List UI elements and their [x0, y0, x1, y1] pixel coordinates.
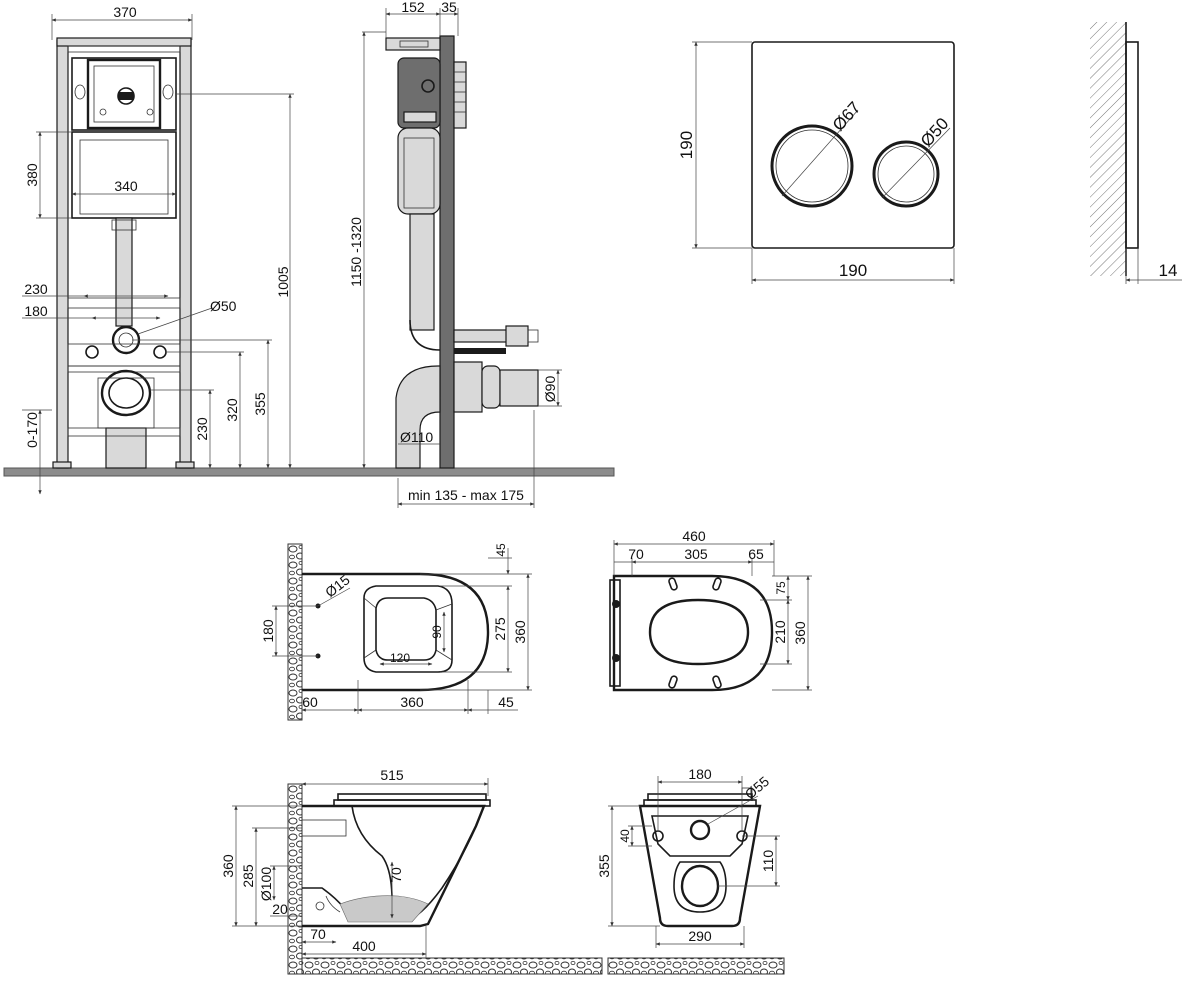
dim-h-230: 230: [194, 417, 210, 441]
dim-bowl-400: 400: [352, 938, 376, 954]
flush-plate-outline: [751, 41, 955, 249]
frame-front-view: 370 380 340 230 180 Ø50 1005 355 320: [22, 4, 294, 495]
dim-inner-120: 120: [390, 651, 410, 665]
dim-bowl-70-h: 70: [310, 926, 326, 942]
dim-side-height-range: 1150 -1320: [348, 217, 364, 287]
dim-h-360: 360: [512, 620, 528, 644]
dim-back-height: 355: [596, 854, 612, 878]
bowl-side-view: 515 360 285 Ø100 20 70 70 400: [220, 767, 603, 975]
dim-height-1005: 1005: [275, 266, 291, 297]
small-flush-button: [872, 140, 940, 208]
dim-seat-75: 75: [774, 581, 788, 595]
dim-inner-90: 90: [430, 625, 444, 639]
dim-stud-230: 230: [24, 281, 48, 297]
dim-seat-70: 70: [628, 546, 644, 562]
dim-bowl-height: 360: [220, 854, 236, 878]
dim-h-275: 275: [492, 617, 508, 641]
dim-back-40: 40: [618, 829, 632, 843]
dim-side-152: 152: [401, 0, 425, 15]
seat-outline: [612, 574, 774, 692]
dim-seat-305: 305: [684, 546, 708, 562]
dim-stud-180: 180: [24, 303, 48, 319]
dim-hole-spacing: 180: [260, 619, 276, 643]
dim-frame-width: 370: [113, 4, 137, 20]
dim-tank-width: 340: [114, 178, 138, 194]
dim-seat-360: 360: [792, 621, 808, 645]
dim-back-width: 290: [688, 928, 712, 944]
dim-back-45: 45: [494, 543, 508, 557]
dim-tank-height: 380: [24, 163, 40, 187]
bowl-top-view: Ø15 180 45 90 120 275 360 60 360: [260, 543, 532, 721]
wall-hatch: [1090, 22, 1126, 276]
bowl-back-outline: [638, 804, 762, 928]
wall-stones-2: [287, 783, 303, 975]
dim-side-outlet: Ø90: [542, 376, 558, 403]
flush-plate-view: Ø67 Ø50 190 190 14: [677, 22, 1182, 284]
dim-front-45: 45: [498, 694, 514, 710]
wall-stones-1: [287, 543, 303, 721]
dim-big-button: Ø67: [829, 98, 865, 135]
dim-back-110: 110: [760, 850, 776, 873]
seat-top-view: 460 70 305 65 75 210 360: [609, 528, 812, 692]
dim-h-355: 355: [252, 392, 268, 416]
dim-bowl-70-v: 70: [388, 867, 404, 883]
dim-seat-210: 210: [772, 620, 788, 644]
dim-h-320: 320: [224, 398, 240, 422]
dim-side-35: 35: [441, 0, 457, 15]
dim-hole-dia: Ø15: [322, 571, 353, 600]
dim-length-360: 360: [400, 694, 424, 710]
dim-back-hole: Ø55: [742, 773, 773, 802]
flush-plate-side: [1125, 41, 1139, 249]
dim-seat-65: 65: [748, 546, 764, 562]
dim-bowl-length: 515: [380, 767, 404, 783]
dim-bowl-dia: Ø100: [258, 867, 274, 901]
dim-side-drain: Ø110: [400, 429, 433, 445]
dim-back-stud: 180: [688, 766, 712, 782]
dim-bowl-20: 20: [272, 901, 288, 917]
dim-side-wall-depth: min 135 - max 175: [408, 487, 524, 503]
dim-plate-width: 190: [839, 261, 867, 280]
dim-pipe-dia: Ø50: [210, 298, 237, 314]
floor-stones-2: [301, 957, 603, 975]
floor-strip: [3, 467, 615, 477]
floor-stones-3: [607, 957, 785, 975]
dim-seat-width: 460: [682, 528, 706, 544]
dim-plate-height: 190: [677, 131, 696, 159]
dim-leg-adjust: 0-170: [24, 412, 40, 448]
bowl-outline-side: [302, 804, 486, 928]
dim-plate-thickness: 14: [1159, 261, 1178, 280]
frame-side-view: 152 35 1150 -1320 Ø110 Ø90 min 135 - max…: [348, 0, 562, 508]
bowl-back-view: 180 Ø55 40 355 110 290: [596, 766, 785, 975]
bowl-outline-top: [302, 572, 490, 692]
dim-offset-60: 60: [302, 694, 318, 710]
big-flush-button: [770, 124, 854, 208]
dim-bowl-285: 285: [240, 864, 256, 888]
